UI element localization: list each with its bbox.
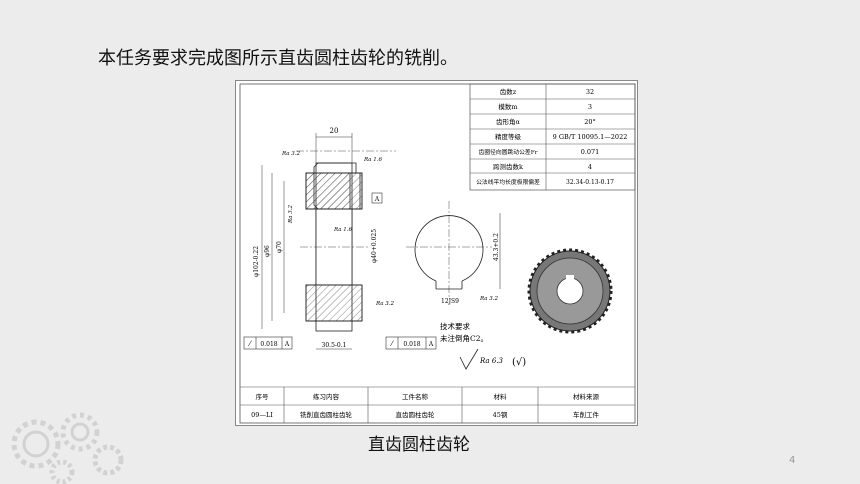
tol-ref-2: A (428, 341, 434, 348)
bt-header-2: 工件名称 (402, 392, 429, 401)
dim-keyway: 12JS9 (441, 298, 459, 305)
dim-keyheight: 43.3+0.2 (493, 233, 500, 261)
bt-cell-4: 车削工件 (573, 410, 600, 419)
param-label-6: 公法线平均长度极限偏差 (476, 178, 540, 186)
param-label-3: 精度等级 (495, 132, 522, 141)
bt-cell-2: 直齿圆柱齿轮 (396, 410, 436, 419)
bt-cell-1: 铣削直齿圆柱齿轮 (300, 410, 353, 419)
dim-bottom: 30.5-0.1 (322, 342, 347, 349)
bt-cell-3: 45钢 (493, 411, 508, 419)
param-label-2: 齿形角α (496, 117, 521, 126)
dim-width: 20 (330, 127, 339, 135)
tech-line: 未注倒角C2。 (440, 333, 488, 343)
tol-value-1: 0.018 (260, 341, 277, 348)
param-value-5: 4 (588, 163, 592, 171)
param-label-1: 模数m (498, 102, 517, 111)
drawing-svg: 齿数z 32 模数m 3 齿形角α 20° 精度等级 9 GB/T 10095.… (239, 83, 636, 424)
intro-text: 本任务要求完成图所示直齿圆柱齿轮的铣削。 (98, 48, 458, 69)
drawing-sheet: 齿数z 32 模数m 3 齿形角α 20° 精度等级 9 GB/T 10095.… (235, 80, 638, 426)
ra-label-1: Ra 3.2 (281, 151, 301, 157)
dim-bore-dia: φ40+0.025 (371, 229, 378, 263)
datum-label: A (374, 196, 380, 203)
ra-label-6: Ra 3.2 (479, 296, 499, 302)
param-value-0: 32 (586, 88, 594, 96)
page-number: 4 (789, 455, 796, 466)
gear-decoration-icon (11, 412, 124, 484)
param-label-5: 跨测齿数k (493, 162, 523, 171)
ra63-label: Ra 6.3 (479, 357, 504, 365)
tol-ref-1: A (284, 341, 290, 348)
param-value-1: 3 (588, 103, 592, 111)
param-label-4: 齿圈径向圆跳动公差Fr (479, 148, 538, 156)
param-label-0: 齿数z (500, 87, 517, 96)
bt-cell-0: 09—LI (251, 411, 273, 419)
caption: 直齿圆柱齿轮 (368, 435, 470, 455)
tech-title: 技术要求 (440, 321, 470, 331)
param-value-2: 20° (584, 118, 596, 126)
tol-value-2: 0.018 (403, 341, 420, 348)
bt-header-3: 材料 (494, 392, 508, 401)
gear-illustration (529, 250, 611, 332)
bt-header-4: 材料来源 (573, 392, 600, 401)
ra-label-4: Ra 1.6 (333, 227, 353, 233)
side-view (406, 201, 501, 299)
param-value-3: 9 GB/T 10095.1—2022 (553, 133, 628, 141)
param-table: 齿数z 32 模数m 3 齿形角α 20° 精度等级 9 GB/T 10095.… (469, 83, 636, 191)
ra63-paren: (√) (512, 357, 526, 368)
dim-outer-dia: φ102-0.22 (253, 246, 260, 277)
ra-label-2: Ra 1.6 (363, 157, 383, 163)
bt-header-0: 序号 (256, 392, 270, 401)
bt-header-1: 练习内容 (313, 392, 340, 401)
bottom-table (240, 386, 635, 423)
ra-label-3: Ra 3.2 (288, 204, 294, 224)
dim-70-dia: φ70 (276, 241, 283, 253)
dim-96-dia: φ96 (264, 245, 271, 257)
tol-icon-2: ⁄ (389, 340, 394, 348)
tol-icon-1: ⁄ (247, 340, 252, 348)
param-value-6: 32.34-0.13-0.17 (566, 179, 614, 186)
ra-label-5: Ra 3.2 (375, 301, 395, 307)
param-value-4: 0.071 (581, 148, 600, 156)
